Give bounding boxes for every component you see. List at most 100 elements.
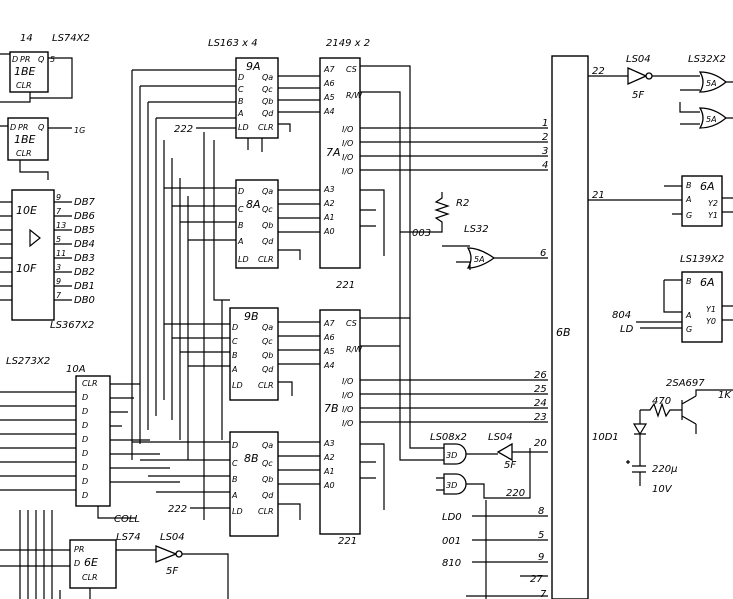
ram-7a-addr: A7 xyxy=(323,65,335,74)
ram-7b-cs: CS xyxy=(346,319,357,328)
bus-pin-27: 27 xyxy=(530,574,543,585)
ls367x2-label: LS367X2 xyxy=(50,320,94,331)
ls04-mid-gate xyxy=(496,442,513,462)
ram-7a-io: I/O xyxy=(342,167,353,176)
ram-7a-addr: A0 xyxy=(323,227,335,236)
net-ld-label: LD xyxy=(620,324,634,335)
ls32x2-label: LS32X2 xyxy=(688,54,726,65)
ls163x4-label: LS163 x 4 xyxy=(208,38,258,49)
net-ld0-label: LD0 xyxy=(442,512,462,523)
ram-7a-io: I/O xyxy=(342,139,353,148)
ls32-section: R2 003 LS32 5A xyxy=(400,192,548,270)
counter-9a-ref: 9A xyxy=(246,60,261,73)
counter-9a-in: B xyxy=(238,97,244,106)
counter-8b-in: C xyxy=(232,459,238,468)
net-220-label: 220 xyxy=(506,488,525,499)
connector-6b-ref: 6B xyxy=(556,326,571,339)
bus-pin-21: 21 xyxy=(592,190,605,201)
ls04-top-bubble xyxy=(645,72,653,80)
ls139-top-chip xyxy=(681,175,723,227)
ls273-chip xyxy=(75,375,111,507)
ram-7a-addr: A1 xyxy=(323,213,335,222)
net-222-bottom: 222 xyxy=(168,504,187,515)
ram-7a-addr: A2 xyxy=(323,199,335,208)
ls04-bottom-ref: 5F xyxy=(166,566,178,577)
bus-pin-24: 24 xyxy=(534,398,547,409)
ls367-ref-10e: 10E xyxy=(16,204,37,217)
counter-9b-ref: 9B xyxy=(244,310,259,323)
counter-bus-lines xyxy=(131,70,230,520)
ram-7a-rw: R/W xyxy=(346,91,363,100)
counter-8a-in: C xyxy=(238,205,244,214)
counter-8a-chip xyxy=(235,179,279,269)
net-222-top: 222 xyxy=(174,124,193,135)
ram-7b-addr: A1 xyxy=(323,467,335,476)
ls367-out-db1: DB1 xyxy=(74,281,95,292)
counter-8a-ref: 8A xyxy=(246,198,261,211)
ls273x2-label: LS273X2 xyxy=(6,356,50,367)
ls367-out-db4: DB4 xyxy=(74,239,95,250)
counter-8a-out: Qb xyxy=(262,221,273,230)
ram-7b-addr: A5 xyxy=(323,347,335,356)
counter-8b-out: Qd xyxy=(262,491,274,500)
bus-pin-20: 20 xyxy=(534,438,547,449)
counter-8a-in: A xyxy=(237,237,243,246)
ls367-out-pin: 7 xyxy=(56,291,62,300)
counter-8b-chip xyxy=(229,431,279,537)
ls74-pin-label: 14 xyxy=(20,33,33,44)
ls74x2-label: LS74X2 xyxy=(52,33,90,44)
ram-7b-io: I/O xyxy=(342,419,353,428)
counter-9a-in: A xyxy=(237,109,243,118)
ls139-top-pin: A xyxy=(685,195,691,204)
bus-pin-25: 25 xyxy=(534,384,547,395)
ls273-d: D xyxy=(82,393,88,402)
counter-8a-out: CLR xyxy=(258,255,274,264)
ls273-clk-wire xyxy=(97,506,136,519)
ls273-d: D xyxy=(82,491,88,500)
ls139-top-pin: B xyxy=(686,181,692,190)
counter-8b-out: Qa xyxy=(262,441,273,450)
ls273-ref: 10A xyxy=(66,364,86,375)
ram-7a-chip xyxy=(319,57,361,269)
counter-8b-out: Qb xyxy=(262,475,273,484)
ls139-top-pin: Y1 xyxy=(708,211,718,220)
ram-7a-io: I/O xyxy=(342,153,353,162)
ls74-top-wires xyxy=(0,53,73,103)
counter-8b-in: A xyxy=(231,491,237,500)
counter-9b-out: Qd xyxy=(262,365,274,374)
ls04-mid-ref: 5F xyxy=(504,460,516,471)
counter-8a-in: D xyxy=(238,187,244,196)
ram-7a-cs: CS xyxy=(346,65,357,74)
ls74-bottom-label: LS74 xyxy=(116,532,141,543)
led-symbol xyxy=(632,410,648,456)
ram-7b-addr: A2 xyxy=(323,453,335,462)
counter-9a-in: LD xyxy=(238,123,249,132)
counter-9b-in: C xyxy=(232,337,238,346)
ls367-input-wires xyxy=(0,201,12,301)
ls32-top-gate-2-ref: 5A xyxy=(706,115,717,124)
ls08-section: LS08x2 3D 3D LS04 5F 220 xyxy=(399,300,548,499)
ram-7b-addr: A3 xyxy=(323,439,335,448)
bottom-center-nets: LD0 001 810 xyxy=(442,500,548,599)
power-led-section: 2SA697 470 1K 10D1 220μ 10V xyxy=(592,378,733,495)
ls32-top-gate-1 xyxy=(698,71,728,93)
ram-7b-ref: 7B xyxy=(324,402,339,415)
ls74-bottom-chip xyxy=(69,539,117,589)
counter-9a-in: C xyxy=(238,85,244,94)
ram-7a-addr: A5 xyxy=(323,93,335,102)
ls04-bottom-gate xyxy=(155,545,178,563)
ls139-bot-chip xyxy=(681,271,723,343)
ls367-out-pin: 9 xyxy=(56,193,61,202)
capacitor-label: 220μ xyxy=(652,464,677,475)
ls04-top-label: LS04 xyxy=(626,54,651,65)
ls32-label: LS32 xyxy=(464,224,489,235)
ls367-outputs: 9 7 13 5 11 3 9 7 DB7 DB6 DB5 DB4 DB3 DB… xyxy=(54,193,96,306)
counter-8b-ref: 8B xyxy=(244,452,259,465)
ram-2149x2-label: 2149 x 2 xyxy=(326,38,370,49)
counter-bus-taps-bottom xyxy=(132,323,230,493)
ls139-bot-wires xyxy=(636,279,733,329)
ls273-input-wires xyxy=(0,391,76,491)
ls74-top-pin-q: Q xyxy=(38,55,44,64)
ls08-gate-1 xyxy=(443,443,467,465)
counter-9a: 9A D C B A LD Qa Qc Qb Qd CLR 222 xyxy=(174,57,320,152)
